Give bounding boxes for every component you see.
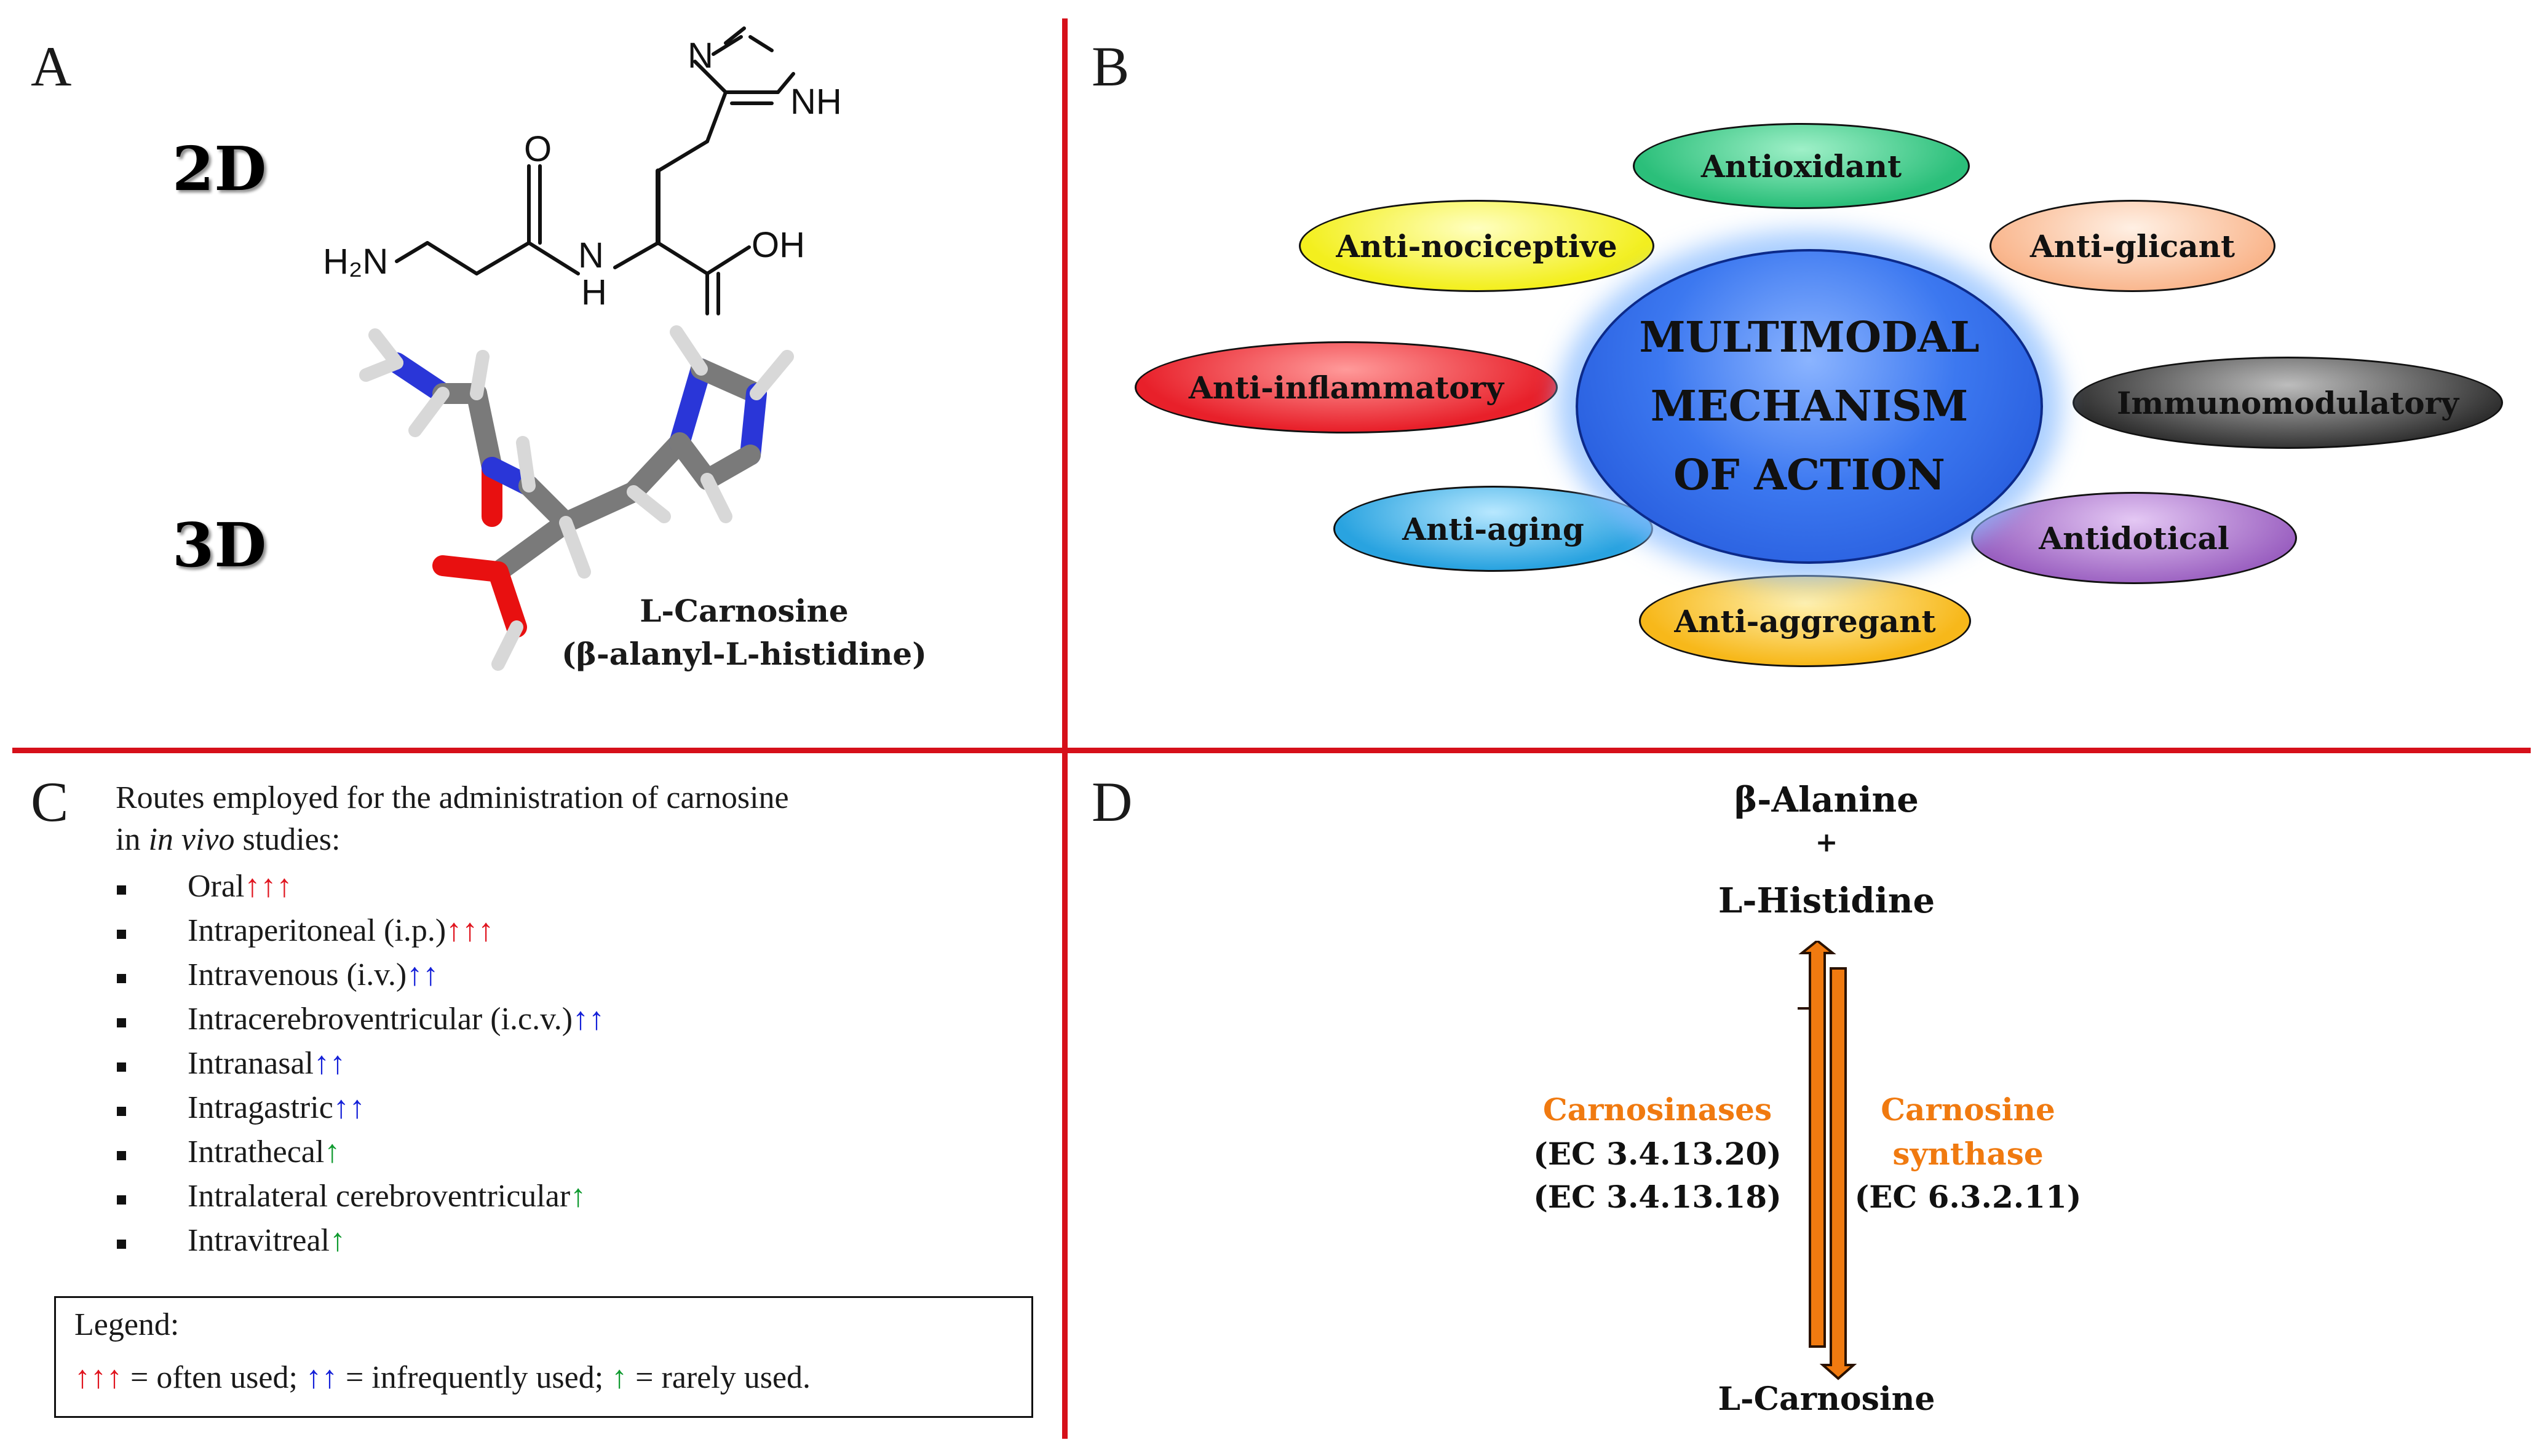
route-intraperitoneal: Intraperitoneal (i.p.)↑↑↑: [188, 913, 494, 948]
reactant-l-histidine: L-Histidine: [1718, 880, 1935, 921]
bullet: [117, 1240, 126, 1249]
mechanism-anti-aggregant: Anti-aggregant: [1639, 575, 1971, 667]
central-mechanism-hub: MULTIMODAL MECHANISM OF ACTION: [1576, 249, 2043, 564]
bullet: [117, 885, 126, 895]
mechanism-anti-glicant: Anti-glicant: [1990, 200, 2275, 292]
bullet: [117, 1062, 126, 1072]
atom-amide-h: H: [581, 272, 607, 312]
product-l-carnosine: L-Carnosine: [1718, 1380, 1935, 1418]
label-3d: 3D: [172, 510, 267, 581]
skeletal-bonds: [395, 26, 795, 315]
bullet: [117, 1018, 126, 1027]
hub-line-1: MULTIMODAL: [1639, 312, 1980, 362]
stick-bonds: [386, 352, 767, 638]
route-intravenous: Intravenous (i.v.)↑↑: [188, 957, 439, 992]
legend-title: Legend:: [74, 1307, 180, 1342]
bullet: [117, 930, 126, 939]
route-intracerebroventricular: Intracerebroventricular (i.c.v.)↑↑: [188, 1002, 605, 1037]
ec-carnosinase-2: (EC 3.4.13.18): [1533, 1179, 1782, 1215]
up-arrow-degradation: [1798, 941, 1836, 1348]
bullet: [117, 1151, 126, 1160]
atom-oh: OH: [752, 225, 805, 265]
route-intravitreal: Intravitreal↑: [188, 1223, 346, 1258]
atom-h2n: H₂N: [323, 242, 388, 282]
mechanism-anti-nociceptive: Anti-nociceptive: [1299, 200, 1654, 292]
route-intragastric: Intragastric↑↑: [188, 1090, 365, 1125]
bullet: [117, 1195, 126, 1205]
enzyme-carnosine-synthase-line2: synthase: [1892, 1136, 2044, 1172]
bullet: [117, 974, 126, 983]
atom-amide-n: N: [578, 235, 604, 275]
enzyme-carnosinases: Carnosinases: [1542, 1091, 1772, 1128]
label-2d: 2D: [172, 134, 267, 205]
horizontal-divider: [12, 748, 2531, 753]
panel-a-letter: A: [31, 35, 72, 98]
ec-carnosine-synthase: (EC 6.3.2.11): [1854, 1179, 2082, 1215]
plus-sign: +: [1815, 827, 1838, 858]
mechanism-anti-aging: Anti-aging: [1333, 486, 1653, 572]
route-oral: Oral↑↑↑: [188, 869, 293, 904]
route-intranasal: Intranasal↑↑: [188, 1046, 346, 1081]
atom-carbonyl-o: O: [524, 129, 552, 169]
panel-d-letter: D: [1092, 770, 1133, 833]
hub-line-3: OF ACTION: [1673, 451, 1945, 501]
legend-box: Legend: ↑↑↑ = often used; ↑↑ = infrequen…: [54, 1296, 1033, 1418]
route-intrathecal: Intrathecal↑: [188, 1134, 341, 1169]
atom-acid-o: O: [703, 317, 731, 320]
hub-line-2: MECHANISM: [1650, 381, 1969, 431]
stick-hydrogens: [359, 325, 794, 671]
reversible-reaction-arrows: [1798, 941, 1857, 1380]
vertical-divider: [1062, 18, 1068, 1439]
reactant-beta-alanine: β-Alanine: [1734, 780, 1919, 820]
enzyme-carnosine-synthase-line1: Carnosine: [1881, 1091, 2055, 1128]
route-intralateral-cerebroventricular: Intralateral cerebroventricular↑: [188, 1179, 587, 1214]
legend-entries: ↑↑↑ = often used; ↑↑ = infrequently used…: [74, 1360, 811, 1395]
panel-b-letter: B: [1092, 35, 1130, 98]
bullet: [117, 1107, 126, 1116]
mechanism-antioxidant: Antioxidant: [1633, 123, 1970, 209]
down-arrow-synthesis: [1819, 967, 1857, 1380]
molecule-systematic-name: (β-alanyl-L-histidine): [561, 636, 927, 672]
mechanism-immunomodulatory: Immunomodulatory: [2073, 357, 2503, 449]
mechanism-anti-inflammatory: Anti-inflammatory: [1135, 341, 1558, 433]
panel-c-letter: C: [31, 770, 69, 833]
routes-intro-line2: in in vivo studies:: [116, 822, 341, 857]
routes-intro-line1: Routes employed for the administration o…: [116, 780, 789, 815]
structure-2d: H₂N O N H OH O N NH: [323, 26, 842, 320]
ec-carnosinase-1: (EC 3.4.13.20): [1533, 1136, 1782, 1172]
molecule-name: L-Carnosine: [640, 593, 849, 629]
atom-ring-n: N: [688, 36, 713, 76]
mechanism-antidotical: Antidotical: [1971, 492, 2297, 584]
structure-3d: [359, 325, 794, 671]
atom-ring-nh: NH: [790, 82, 842, 122]
